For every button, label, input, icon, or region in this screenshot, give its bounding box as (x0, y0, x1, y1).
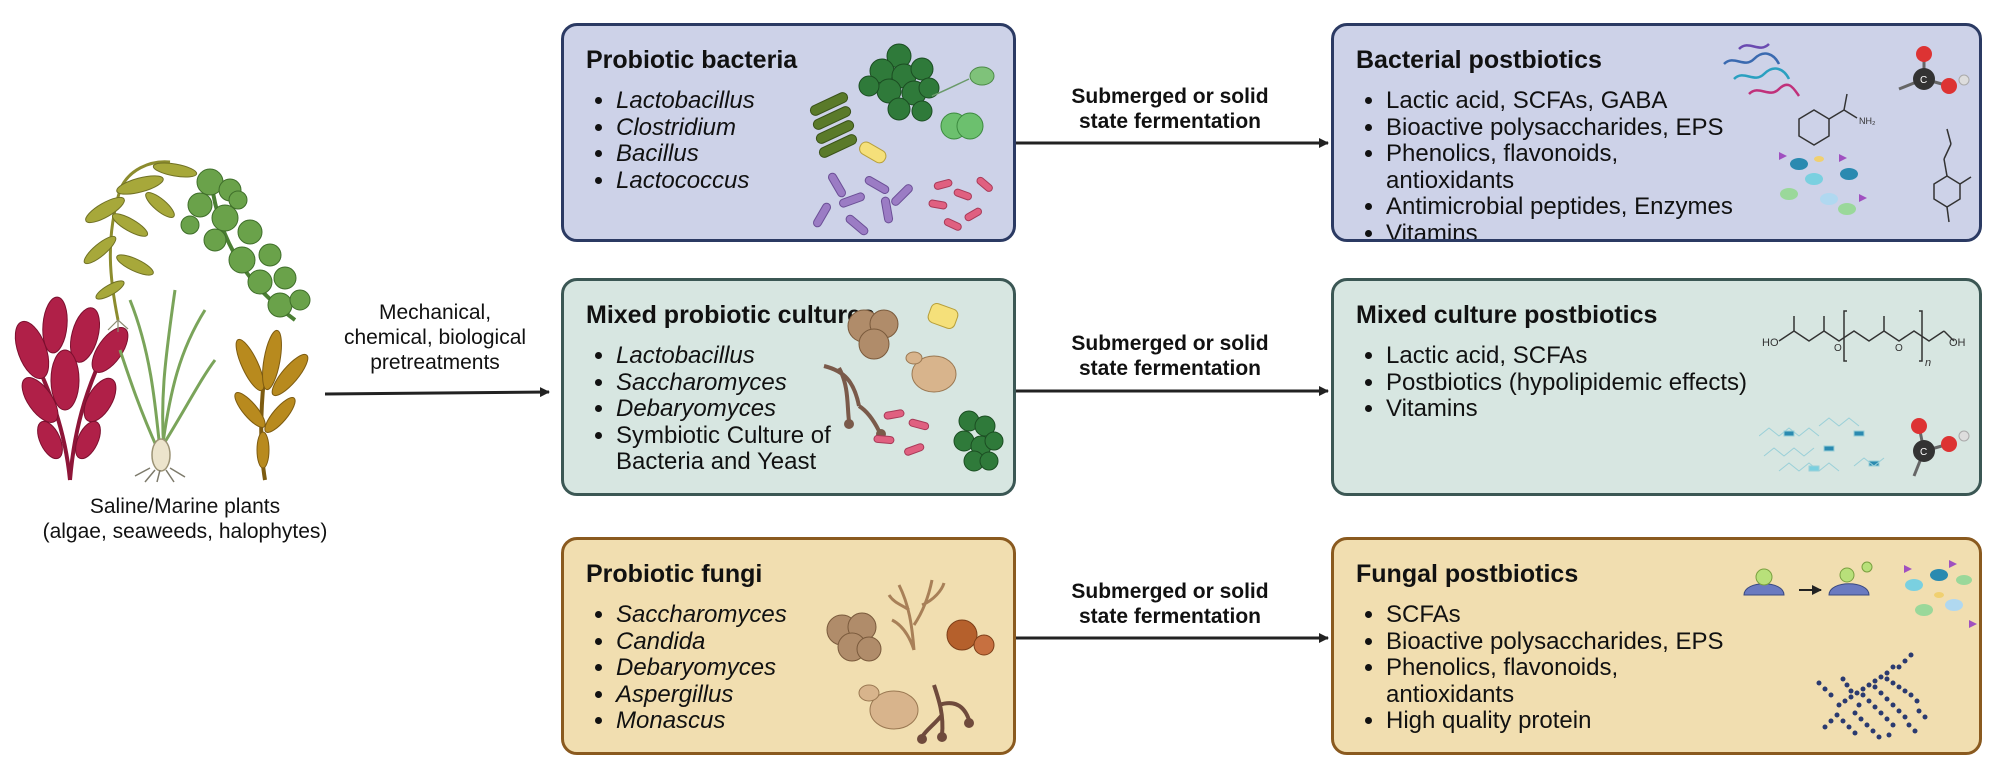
acetic-acid-icon: C (1898, 46, 1970, 94)
enzyme-icon-2 (1904, 560, 1977, 628)
list-item: Vitamins (1386, 395, 1747, 423)
enzyme-icon (1779, 152, 1867, 215)
fungal-postbiotics-title: Fungal postbiotics (1356, 560, 1579, 588)
fungal-postbiotics-box: Fungal postbiotics SCFAs Bioactive polys… (1331, 537, 1982, 755)
fermentation-line1: Submerged or solid (1071, 332, 1269, 355)
seaweed-illustration (14, 160, 311, 483)
list-item: Bioactive polysaccharides, EPS (1386, 114, 1786, 142)
ho-label: HO (1762, 337, 1779, 349)
probiotic-fungi-box: Probiotic fungi Saccharomyces Candida De… (561, 537, 1016, 755)
probiotic-bacteria-title: Probiotic bacteria (586, 46, 798, 74)
list-item: SCFAs (1386, 601, 1724, 629)
fermentation-line2: state fermentation (1078, 605, 1262, 628)
bacterial-postbiotics-list: Lactic acid, SCFAs, GABA Bioactive polys… (1356, 87, 1786, 239)
source-caption-line1: Saline/Marine plants (89, 495, 281, 518)
olive-kelp-icon (83, 160, 198, 321)
mixed-cultures-box: Mixed probiotic cultures Lactobacillus S… (561, 278, 1016, 496)
probiotic-bacteria-box: Probiotic bacteria Lactobacillus Clostri… (561, 23, 1016, 242)
source-caption-line2: (algae, seaweeds, halophytes) (42, 520, 328, 543)
fungi-mycelium-icon (826, 579, 995, 744)
fermentation-line1: Submerged or solid (1071, 85, 1269, 108)
pretreatment-label: Mechanical, chemical, biological pretrea… (315, 300, 555, 375)
probiotic-bacteria-list: Lactobacillus Clostridium Bacillus Lacto… (586, 87, 755, 195)
symbiotic-line1: Symbiotic Culture of (616, 421, 831, 449)
carbon-label-2: C (1920, 447, 1927, 458)
branched-glucan-icon (1816, 652, 1928, 740)
mixed-cultures-list: Lactobacillus Saccharomyces Debaryomyces… (586, 342, 831, 476)
oh-label: OH (1949, 337, 1966, 349)
mixed-postbiotics-list: Lactic acid, SCFAs Postbiotics (hypolipi… (1356, 342, 1747, 423)
carbon-label: C (1920, 75, 1927, 86)
polysaccharide-network-icon (1743, 560, 1977, 740)
bacterial-postbiotics-title: Bacterial postbiotics (1356, 46, 1602, 74)
fermentation-label-bacteria: Submerged or solid state fermentation (1030, 84, 1310, 134)
molecule-icon: NH₂ C (1723, 43, 1972, 223)
fermentation-line1: Submerged or solid (1071, 580, 1269, 603)
list-item: Symbiotic Culture of Bacteria and Yeast (616, 421, 831, 476)
list-item: Clostridium (616, 114, 755, 142)
yeast-cells-icon (823, 303, 1004, 472)
peptide-strands-icon (1723, 43, 1801, 97)
arrow-pretreatment (324, 387, 550, 398)
list-item: Lactic acid, SCFAs, GABA (1386, 87, 1786, 115)
probiotic-fungi-title: Probiotic fungi (586, 560, 763, 588)
list-item: Phenolics, flavonoids, antioxidants (1386, 654, 1676, 708)
list-item: Lactic acid, SCFAs (1386, 342, 1747, 370)
symbiotic-line2: Bacteria and Yeast (616, 448, 817, 475)
o-label-1: O (1834, 343, 1842, 354)
list-item: Aspergillus (616, 681, 787, 709)
list-item: Saccharomyces (616, 369, 831, 397)
source-caption: Saline/Marine plants (algae, seaweeds, h… (10, 494, 360, 544)
list-item: Saccharomyces (616, 601, 787, 629)
pretreatment-line3: pretreatments (370, 351, 500, 374)
mixed-postbiotics-box: Mixed culture postbiotics Lactic acid, S… (1331, 278, 1982, 496)
phenolic-molecule-icon (1933, 128, 1972, 223)
fungal-postbiotics-list: SCFAs Bioactive polysaccharides, EPS Phe… (1356, 601, 1724, 735)
bacteria-cluster-icon (809, 43, 995, 236)
list-item: Postbiotics (hypolipidemic effects) (1386, 369, 1747, 397)
list-item: Lactococcus (616, 167, 755, 195)
list-item: High quality protein (1386, 707, 1724, 735)
fermentation-line2: state fermentation (1078, 357, 1262, 380)
pretreatment-line1: Mechanical, (378, 301, 492, 324)
pretreatment-line2: chemical, biological (343, 326, 527, 349)
mixed-postbiotics-title: Mixed culture postbiotics (1356, 301, 1658, 329)
n-label: n (1925, 357, 1931, 369)
list-item: Lactobacillus (616, 342, 831, 370)
red-seaweed-icon (14, 296, 129, 481)
fermentation-line2: state fermentation (1078, 110, 1262, 133)
bacterial-postbiotics-box: Bacterial postbiotics Lactic acid, SCFAs… (1331, 23, 1982, 242)
mixed-cultures-title: Mixed probiotic cultures (586, 301, 875, 329)
nh2-label: NH₂ (1859, 116, 1876, 126)
o-label-2: O (1895, 343, 1903, 354)
fermentation-label-mixed: Submerged or solid state fermentation (1030, 331, 1310, 381)
green-halophyte-icon (180, 168, 311, 322)
list-item: Vitamins (1386, 220, 1786, 239)
enzyme-reaction-icon (1743, 561, 1873, 596)
polylactide-molecule-icon: HO OH O O n C (1759, 310, 1970, 477)
list-item: Monascus (616, 707, 787, 735)
seagrass-icon (118, 289, 217, 483)
list-item: Candida (616, 628, 787, 656)
probiotic-fungi-list: Saccharomyces Candida Debaryomyces Asper… (586, 601, 787, 735)
niacinamide-icon (1798, 93, 1858, 146)
fermentation-label-fungi: Submerged or solid state fermentation (1030, 579, 1310, 629)
list-item: Debaryomyces (616, 654, 787, 682)
brown-kelp-icon (234, 329, 309, 481)
roots-icon (107, 319, 129, 332)
vitamin-molecule-icon (1759, 417, 1885, 472)
list-item: Antimicrobial peptides, Enzymes (1386, 193, 1786, 221)
list-item: Bioactive polysaccharides, EPS (1386, 628, 1724, 656)
list-item: Bacillus (616, 140, 755, 168)
list-item: Phenolics, flavonoids, antioxidants (1386, 140, 1676, 194)
list-item: Lactobacillus (616, 87, 755, 115)
list-item: Debaryomyces (616, 395, 831, 423)
acetic-acid-icon-2: C (1911, 418, 1970, 477)
